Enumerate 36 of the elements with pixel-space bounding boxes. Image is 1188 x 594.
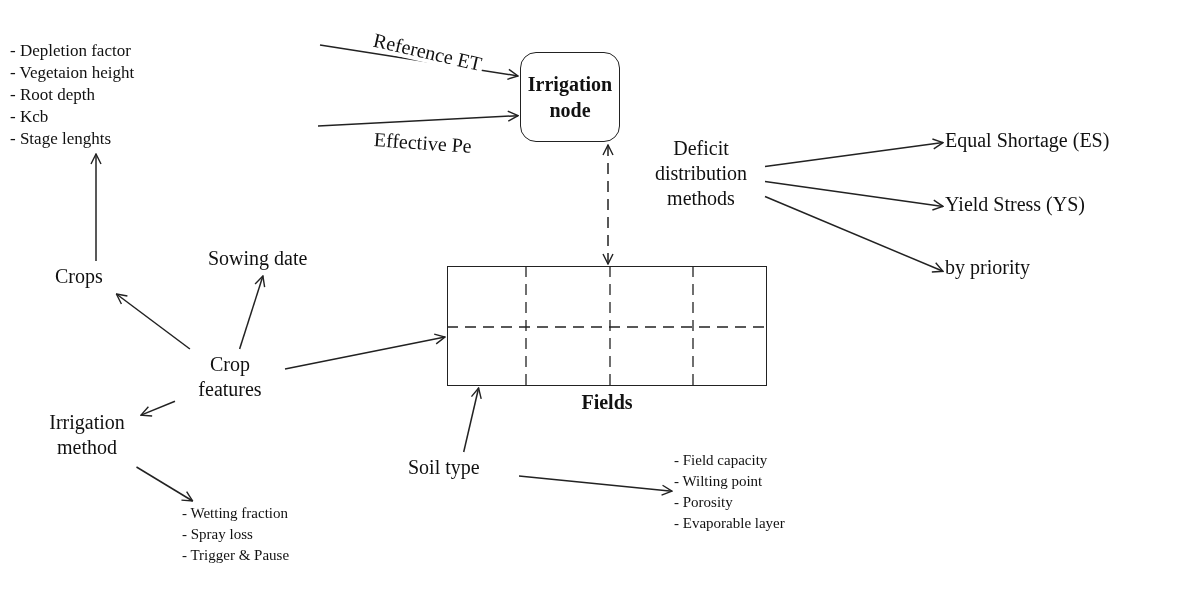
list-item: - Stage lenghts bbox=[10, 128, 113, 150]
arrow bbox=[764, 138, 944, 168]
arrow bbox=[238, 275, 266, 350]
arrow bbox=[764, 195, 944, 273]
arrow bbox=[602, 144, 614, 265]
grid-heading: Fields bbox=[580, 390, 634, 414]
list-item: - Kcb bbox=[10, 106, 50, 128]
arrow bbox=[135, 466, 194, 502]
arrow bbox=[284, 333, 446, 370]
arrow bbox=[317, 110, 519, 127]
arrow bbox=[90, 153, 102, 262]
arrow bbox=[462, 387, 482, 453]
list-item: - Field capacity bbox=[674, 451, 769, 470]
concept-label: Crop features bbox=[197, 352, 263, 402]
process-box: Irrigation node bbox=[520, 52, 620, 142]
method-label: Deficit distribution methods bbox=[653, 136, 749, 211]
list-item: - Root depth bbox=[10, 84, 96, 106]
arrow bbox=[518, 475, 673, 496]
method-option: Equal Shortage (ES) bbox=[945, 128, 1185, 153]
list-item: - Evaporable layer bbox=[674, 514, 786, 533]
method-option: by priority bbox=[945, 255, 1095, 280]
arrow bbox=[140, 400, 176, 417]
list-item: - Depletion factor bbox=[10, 40, 132, 62]
list-item: - Wilting point bbox=[674, 472, 764, 491]
concept-label: Irrigation method bbox=[48, 410, 126, 460]
concept-label: Crops bbox=[55, 264, 104, 289]
list-item: - Wetting fraction bbox=[182, 504, 289, 523]
concept-label: Sowing date bbox=[208, 246, 309, 271]
list-item: - Porosity bbox=[674, 493, 734, 512]
arrow bbox=[764, 180, 944, 211]
concept-label: Soil type bbox=[408, 455, 481, 480]
method-option: Yield Stress (YS) bbox=[945, 192, 1165, 217]
list-item: - Trigger & Pause bbox=[182, 546, 291, 565]
arrow bbox=[115, 293, 191, 350]
list-item: - Vegetaion height bbox=[10, 62, 136, 84]
list-item: - Spray loss bbox=[182, 525, 254, 544]
